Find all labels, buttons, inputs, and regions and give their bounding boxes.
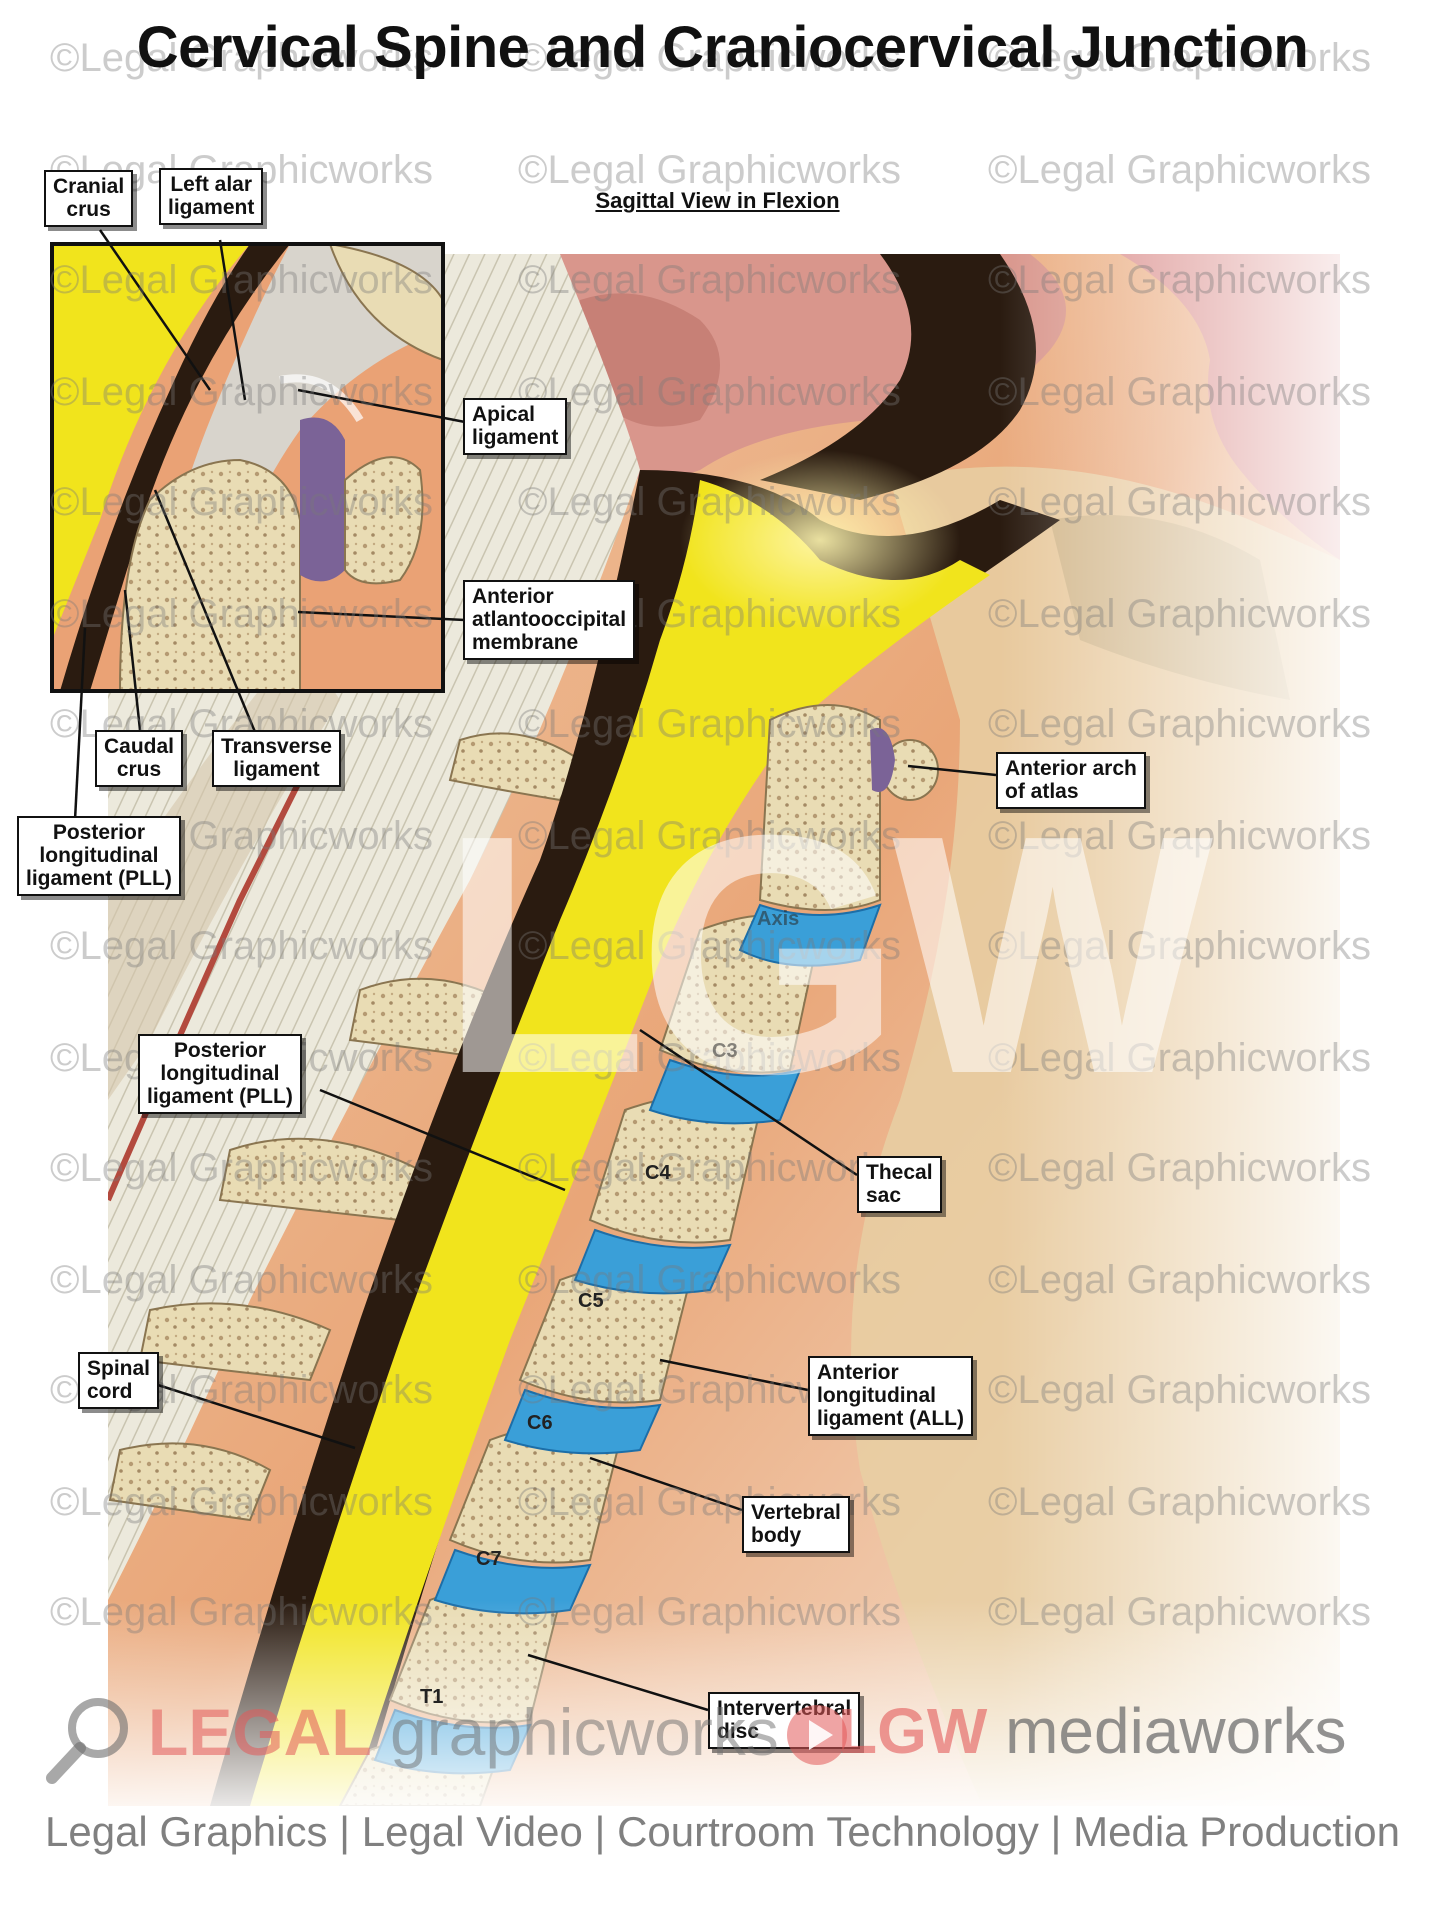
magnifier-icon — [46, 1698, 128, 1784]
label-anterior-arch-of-atlas: Anterior arch of atlas — [996, 752, 1146, 809]
vertebra-label-c7: C7 — [476, 1548, 502, 1570]
inset-joint — [300, 417, 345, 582]
inset-thecal-sac — [60, 244, 290, 691]
page-title: Cervical Spine and Craniocervical Juncti… — [136, 15, 1309, 80]
label-anterior-longitudinal-ligament: Anterior longitudinal ligament (ALL) — [808, 1356, 973, 1436]
footer-tagline: Legal Graphics | Legal Video | Courtroom… — [45, 1808, 1400, 1855]
vertebra-label-t1: T1 — [420, 1686, 444, 1708]
inset-apical-ligament — [279, 374, 364, 423]
spinal-cord — [250, 480, 990, 1806]
vertebra-label-c5: C5 — [578, 1290, 604, 1312]
label-caudal-crus: Caudal crus — [95, 730, 184, 787]
lgw-mediaworks-logo: LGW mediaworks — [838, 1694, 1347, 1768]
leader-lines — [73, 229, 997, 1712]
axis-body — [758, 704, 881, 911]
vertebra-label-c4: C4 — [645, 1162, 671, 1184]
inset-spinal-cord — [52, 244, 250, 640]
logo-left-rest: graphicworks — [371, 1695, 779, 1769]
vertebra-label-c3: C3 — [712, 1040, 738, 1062]
legal-graphicworks-logo: LEGAL graphicworks — [148, 1694, 779, 1770]
logo-left-bold: LEGAL — [148, 1695, 372, 1769]
logo-right-bold: LGW — [838, 1695, 988, 1767]
label-vertebral-body: Vertebral body — [742, 1496, 850, 1553]
inset-anterior-arch — [344, 456, 424, 585]
inset-craniocervical — [52, 244, 443, 691]
label-pll-main: Posterior longitudinal ligament (PLL) — [138, 1034, 302, 1114]
label-transverse-ligament: Transverse ligament — [212, 730, 341, 787]
label-pll-inset: Posterior longitudinal ligament (PLL) — [17, 816, 181, 896]
logo-right-rest: mediaworks — [987, 1695, 1347, 1767]
label-spinal-cord: Spinal cord — [78, 1352, 160, 1409]
atlanto-dens-joint — [870, 728, 895, 792]
cord-highlight — [680, 450, 960, 630]
inset-frame — [50, 242, 445, 693]
label-cranial-crus: Cranial crus — [44, 170, 134, 227]
label-anterior-atlantooccipital-membrane: Anterior atlantooccipital membrane — [463, 580, 636, 660]
csf-space — [760, 254, 1036, 500]
vertebra-label-c6: C6 — [527, 1412, 553, 1434]
fade-right — [1000, 254, 1340, 1806]
label-thecal-sac: Thecal sac — [857, 1156, 942, 1213]
play-icon — [787, 1705, 847, 1765]
inset-dens — [118, 458, 301, 691]
label-apical-ligament: Apical ligament — [463, 398, 568, 455]
page-subtitle: Sagittal View in Flexion — [595, 188, 840, 213]
label-left-alar-ligament: Left alar ligament — [159, 168, 264, 225]
vertebra-label-axis: Axis — [757, 908, 800, 930]
